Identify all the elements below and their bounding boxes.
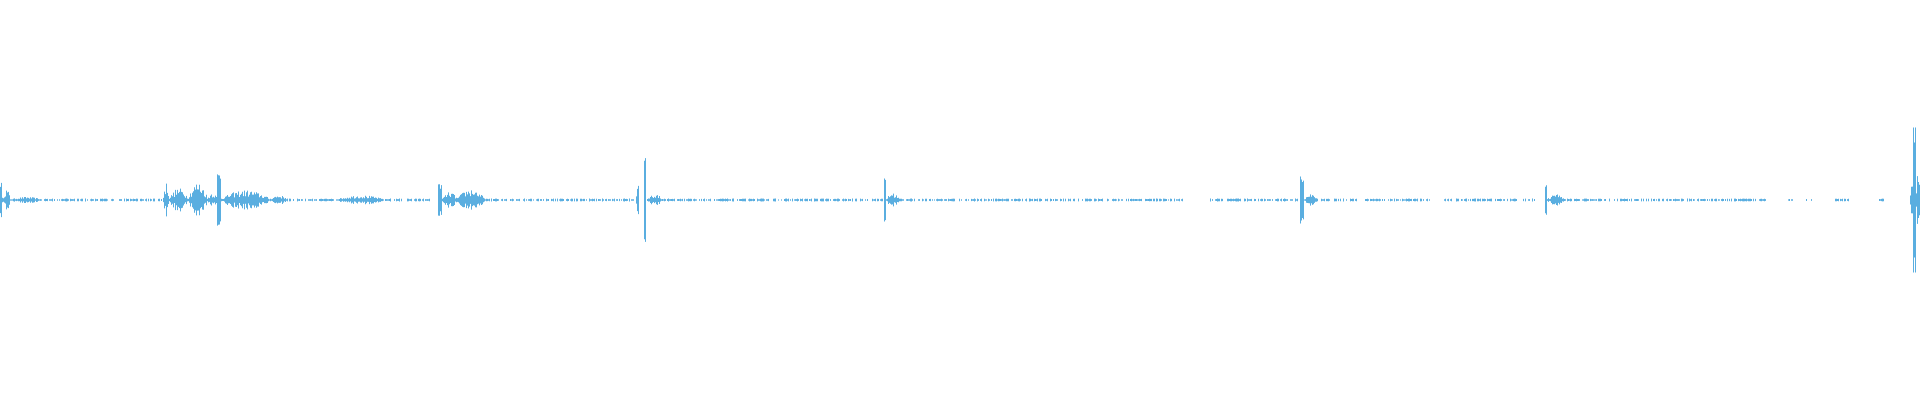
waveform-segment (44, 198, 162, 202)
waveform-segment (163, 183, 169, 217)
waveform-segment (217, 174, 221, 226)
waveform-segment (1300, 176, 1304, 224)
waveform-segment (188, 184, 207, 216)
waveform-segment (221, 190, 269, 210)
waveform-segment (1835, 198, 1849, 202)
waveform-segment (662, 198, 883, 202)
waveform-segment (1879, 198, 1884, 202)
waveform-segment (647, 195, 662, 205)
waveform-segment (899, 198, 1183, 202)
waveform-segment (336, 195, 384, 205)
waveform-segment (457, 190, 484, 210)
waveform-segment (1916, 176, 1920, 224)
waveform-segment (1547, 194, 1565, 206)
waveform-segment (2, 190, 10, 210)
waveform-segment (269, 196, 288, 204)
waveform-segment (484, 198, 556, 202)
waveform-track (0, 127, 1920, 273)
waveform-segment (438, 184, 442, 216)
waveform-segment (886, 193, 899, 207)
waveform-segment (385, 198, 430, 202)
waveform-segment (0, 182, 2, 218)
waveform-segment (1444, 198, 1535, 202)
waveform-segment (442, 192, 457, 208)
waveform-segment (1210, 198, 1298, 202)
waveform-segment (1317, 198, 1430, 202)
waveform-segment (1913, 127, 1916, 273)
waveform-segment (289, 198, 334, 202)
waveform-segment (884, 178, 886, 222)
waveform-segment (10, 197, 42, 203)
waveform-segment (1910, 186, 1913, 214)
waveform-segment (1304, 194, 1317, 206)
waveform-segment (644, 158, 646, 242)
waveform-segment (557, 198, 639, 202)
waveform-segment (1806, 199, 1812, 201)
waveform-segment (1545, 185, 1547, 215)
waveform-segment (207, 194, 217, 206)
waveform-segment (636, 185, 639, 215)
waveform-segment (169, 188, 188, 212)
waveform-segment (1788, 199, 1793, 201)
waveform-segment (1565, 198, 1766, 202)
